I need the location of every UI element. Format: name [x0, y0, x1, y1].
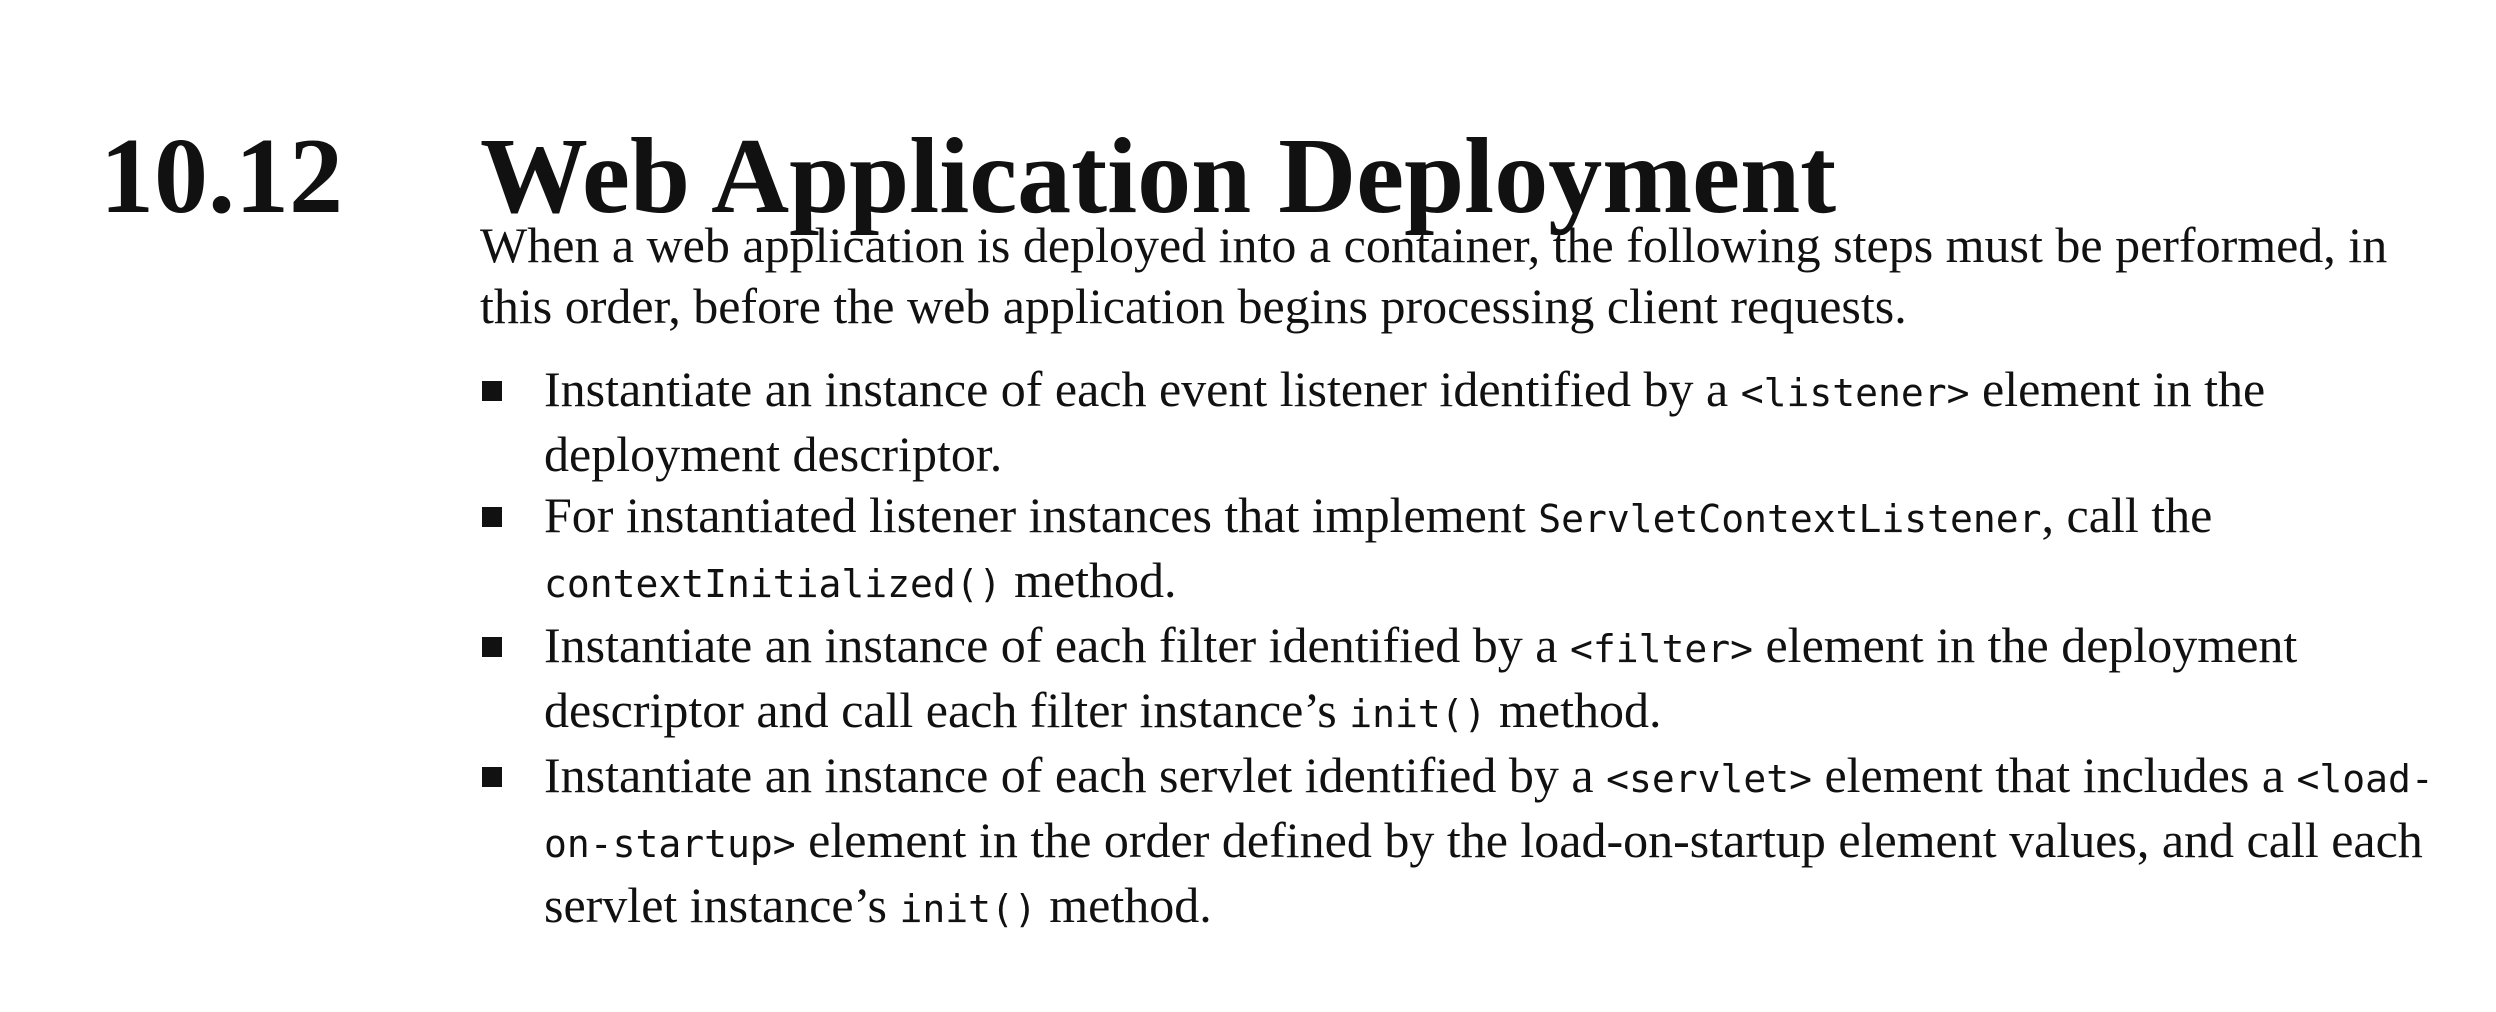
code-servlet-element: <servlet> [1606, 757, 1812, 801]
bullet-text: For instantiated listener instances that… [544, 487, 1539, 543]
code-filter-element: <filter> [1569, 627, 1753, 671]
deployment-steps-list: Instantiate an instance of each event li… [480, 359, 2470, 940]
bullet-text: method. [1001, 552, 1177, 608]
bullet-text: element in the deployment descriptor and… [544, 617, 2298, 738]
bullet-text: Instantiate an instance of each filter i… [544, 617, 1570, 673]
intro-paragraph: When a web application is deployed into … [480, 217, 2388, 334]
bullet-text: element in the order defined by the load… [544, 812, 2423, 933]
list-item-context-listener: For instantiated listener instances that… [480, 485, 2470, 615]
square-bullet-icon [482, 767, 502, 787]
square-bullet-icon [482, 637, 502, 657]
bullet-text: element in the deployment descriptor. [544, 361, 2266, 482]
bullet-text: , call the [2041, 487, 2213, 543]
section-number: 10.12 [100, 117, 343, 237]
list-item-filter: Instantiate an instance of each filter i… [480, 615, 2470, 745]
bullet-text: element that includes a [1811, 747, 2297, 803]
code-servlet-context-listener: ServletContextListener [1538, 497, 2042, 541]
code-init-method: init() [899, 887, 1037, 931]
bullet-text: Instantiate an instance of each servlet … [544, 747, 1607, 803]
section-heading: 10.12 Web Application Deployment [100, 112, 1836, 242]
code-context-initialized: contextInitialized() [544, 562, 1002, 606]
square-bullet-icon [482, 507, 502, 527]
code-listener-element: <listener> [1740, 371, 1970, 415]
section-title: Web Application Deployment [480, 117, 1837, 237]
code-load-on-startup-element: <load-on-startup> [544, 757, 2434, 866]
bullet-text: method. [1486, 682, 1662, 738]
code-init-method: init() [1349, 692, 1487, 736]
bullet-text: Instantiate an instance of each event li… [544, 361, 1741, 417]
square-bullet-icon [482, 381, 502, 401]
list-item-listener: Instantiate an instance of each event li… [480, 359, 2470, 485]
section-body: When a web application is deployed into … [480, 215, 2470, 940]
list-item-servlet: Instantiate an instance of each servlet … [480, 745, 2470, 940]
bullet-text: method. [1036, 877, 1212, 933]
